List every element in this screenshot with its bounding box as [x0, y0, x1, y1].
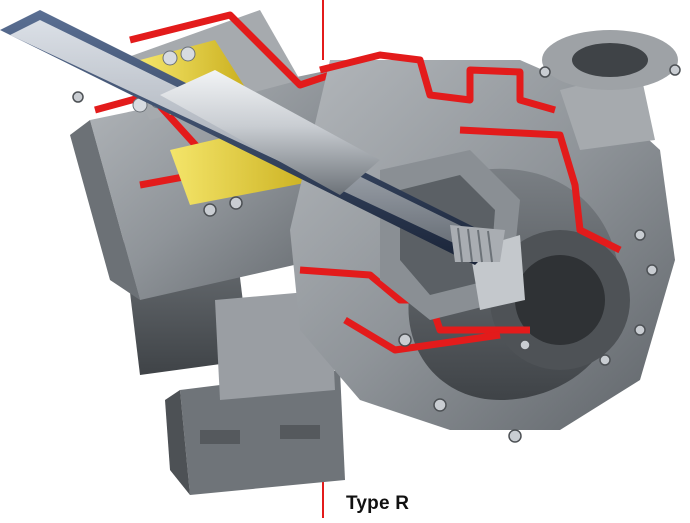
pump-type-caption: Type R — [346, 493, 410, 514]
pump-shaft — [0, 10, 505, 265]
bolts — [72, 64, 681, 443]
